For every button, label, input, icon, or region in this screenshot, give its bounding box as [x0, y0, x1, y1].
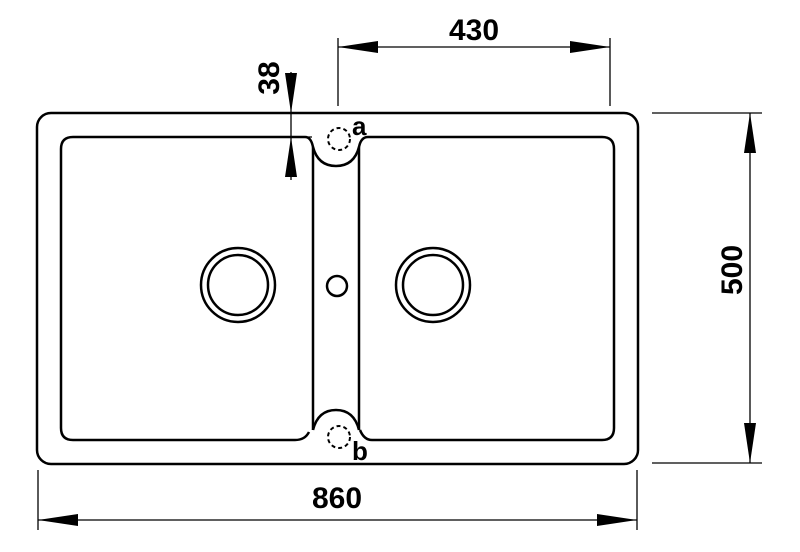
dimension-860 [37, 470, 638, 530]
right-bowl [357, 135, 616, 442]
tap-hole [325, 274, 349, 298]
overflow-hole-b [327, 425, 351, 449]
dimension-500 [652, 112, 762, 464]
dimension-430 [337, 38, 611, 106]
left-drain [199, 246, 277, 324]
bottom-bridge [311, 408, 361, 431]
right-drain [394, 246, 472, 324]
label-b: b [352, 436, 368, 466]
dimension-500-label: 500 [716, 245, 749, 295]
label-a: a [352, 111, 367, 141]
dimension-860-label: 860 [312, 482, 362, 515]
top-bridge [311, 146, 361, 168]
dimension-38 [280, 72, 312, 180]
dimension-38-label: 38 [253, 61, 286, 94]
dimension-430-label: 430 [449, 14, 499, 47]
overflow-hole-a [327, 127, 351, 151]
sink-outline [35, 111, 640, 466]
